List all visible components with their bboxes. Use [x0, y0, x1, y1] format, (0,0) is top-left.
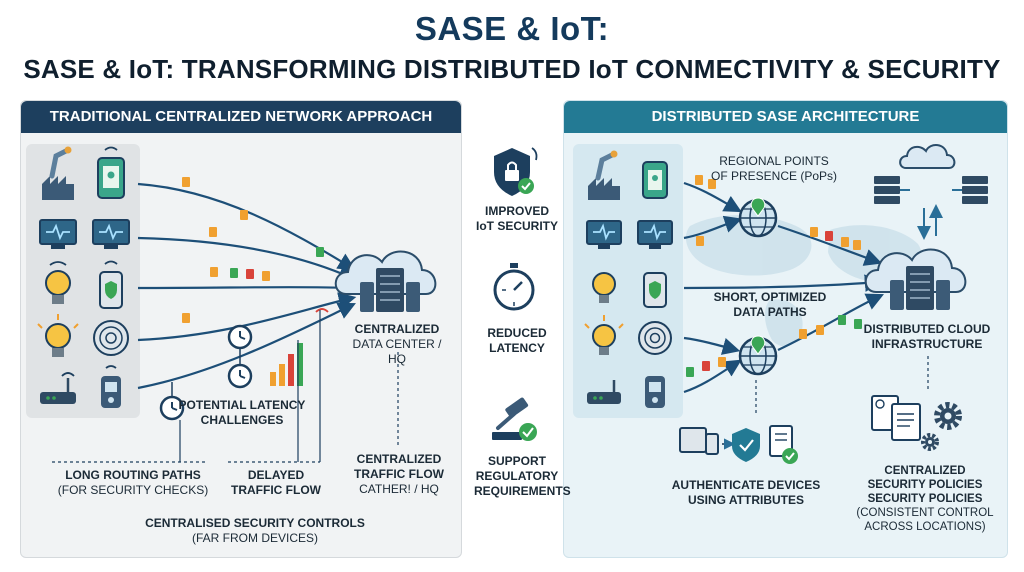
latency-connectors [171, 349, 241, 396]
lightbulb-icon [592, 272, 616, 303]
gavel-icon [492, 397, 537, 441]
monitor-icon [637, 220, 673, 249]
lightbulb-icon [37, 314, 79, 357]
right-connectors [755, 356, 929, 414]
monitor-icon [92, 219, 130, 249]
phone-icon [99, 260, 123, 309]
left-data-packets [182, 177, 324, 323]
tracker-icon [101, 365, 121, 408]
sase-panel-header: DISTRIBUTED SASE ARCHITECTURE [564, 101, 1007, 133]
centralised-controls-label: CENTRALISED SECURITY CONTROLS(FAR FROM D… [145, 516, 365, 545]
globe-pin-icon [738, 196, 778, 238]
document-icon [871, 395, 921, 441]
lightbulb-icon [584, 315, 624, 355]
router-icon [40, 372, 76, 404]
cloud-server-icon [334, 250, 437, 313]
gear-icon [921, 433, 939, 451]
long-routing-label: LONG ROUTING PATHS(FOR SECURITY CHECKS) [57, 468, 209, 497]
monitor-icon [586, 220, 622, 249]
tracker-icon [645, 376, 665, 408]
authenticate-devices-icon [679, 425, 798, 464]
cloud-links [900, 189, 962, 240]
phone-icon [97, 146, 125, 199]
globe-pin-icon [738, 334, 778, 376]
left-brackets [52, 310, 399, 463]
sensor-icon [638, 321, 672, 355]
traditional-panel-header: TRADITIONAL CENTRALIZED NETWORK APPROACH [21, 101, 461, 133]
signal-icon [315, 308, 329, 313]
shield-lock-icon [494, 147, 538, 196]
router-icon [587, 380, 621, 404]
robot-arm-icon [42, 146, 74, 200]
lightbulb-icon [45, 261, 71, 304]
page-title: SASE & IoT: [414, 10, 610, 47]
server-rack-icon [874, 176, 988, 204]
stopwatch-icon [493, 263, 535, 311]
left-routing-arrows [137, 182, 357, 390]
phone-icon [643, 272, 667, 308]
page-subtitle: SASE & IoT: TRANSFORMING DISTRIBUTED IoT… [23, 54, 1001, 84]
monitor-icon [39, 219, 77, 249]
cloud-icon [899, 144, 956, 169]
latency-bars [270, 343, 303, 386]
phone-icon [642, 161, 668, 199]
gear-icon [934, 402, 962, 430]
right-path-arrows [683, 181, 884, 394]
robot-arm-icon [588, 150, 620, 200]
sensor-icon [93, 320, 129, 356]
